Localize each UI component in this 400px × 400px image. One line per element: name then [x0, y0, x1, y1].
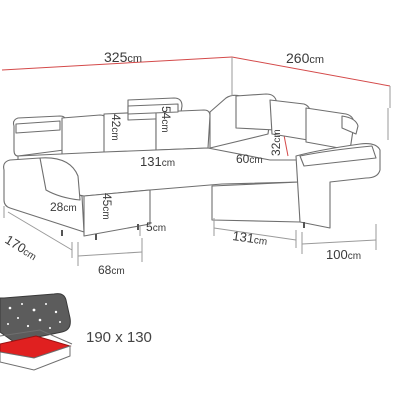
line-module-width [77, 251, 143, 257]
label-seat-depth-corner: 60cm [236, 152, 263, 166]
line-right-depth [213, 227, 297, 241]
back-cushion-left-2 [61, 114, 107, 157]
bed-function-icon: 190 x 130 [0, 293, 152, 371]
label-left-depth: 170cm [2, 232, 40, 263]
label-back-lowered: 42cm [109, 114, 123, 141]
sofa-illustration [3, 93, 381, 237]
bed-base [0, 345, 71, 371]
label-right-depth: 131cm [232, 228, 269, 248]
bed-panel-stars [7, 303, 61, 329]
bed-size-label: 190 x 130 [86, 329, 152, 346]
label-total-width-right: 260cm [286, 50, 324, 66]
back-cushion-right-1 [235, 93, 277, 131]
label-armrest-height: 32cm [269, 129, 283, 156]
label-leg-height: 5cm [146, 220, 166, 234]
label-total-width-left: 325cm [104, 49, 142, 65]
measurement-lines [3, 57, 391, 266]
guide-total-width-left [1, 56, 233, 71]
armrest-left [39, 157, 81, 201]
sofa-feet [61, 222, 305, 240]
armrest-right-top [299, 145, 377, 167]
bed-backrest-panel [0, 293, 71, 343]
back-cushion-mid-3 [155, 109, 211, 151]
guide-total-width-right [231, 56, 391, 87]
headrest-mid [127, 103, 179, 115]
line-right-width [301, 239, 377, 245]
front-base-right [211, 181, 301, 223]
label-seat-depth-middle: 131cm [140, 154, 175, 169]
label-module-width: 68cm [98, 263, 125, 277]
bed-frame-outline [0, 329, 73, 345]
label-armrest-width: 28cm [50, 200, 77, 214]
label-right-width: 100cm [326, 247, 361, 262]
label-back-raised: 54cm [159, 106, 173, 133]
line-left-depth [7, 211, 73, 251]
label-seat-height: 45cm [100, 193, 114, 220]
front-base-middle [83, 189, 151, 237]
headrest-right [341, 115, 359, 135]
headrest-left [15, 120, 61, 134]
